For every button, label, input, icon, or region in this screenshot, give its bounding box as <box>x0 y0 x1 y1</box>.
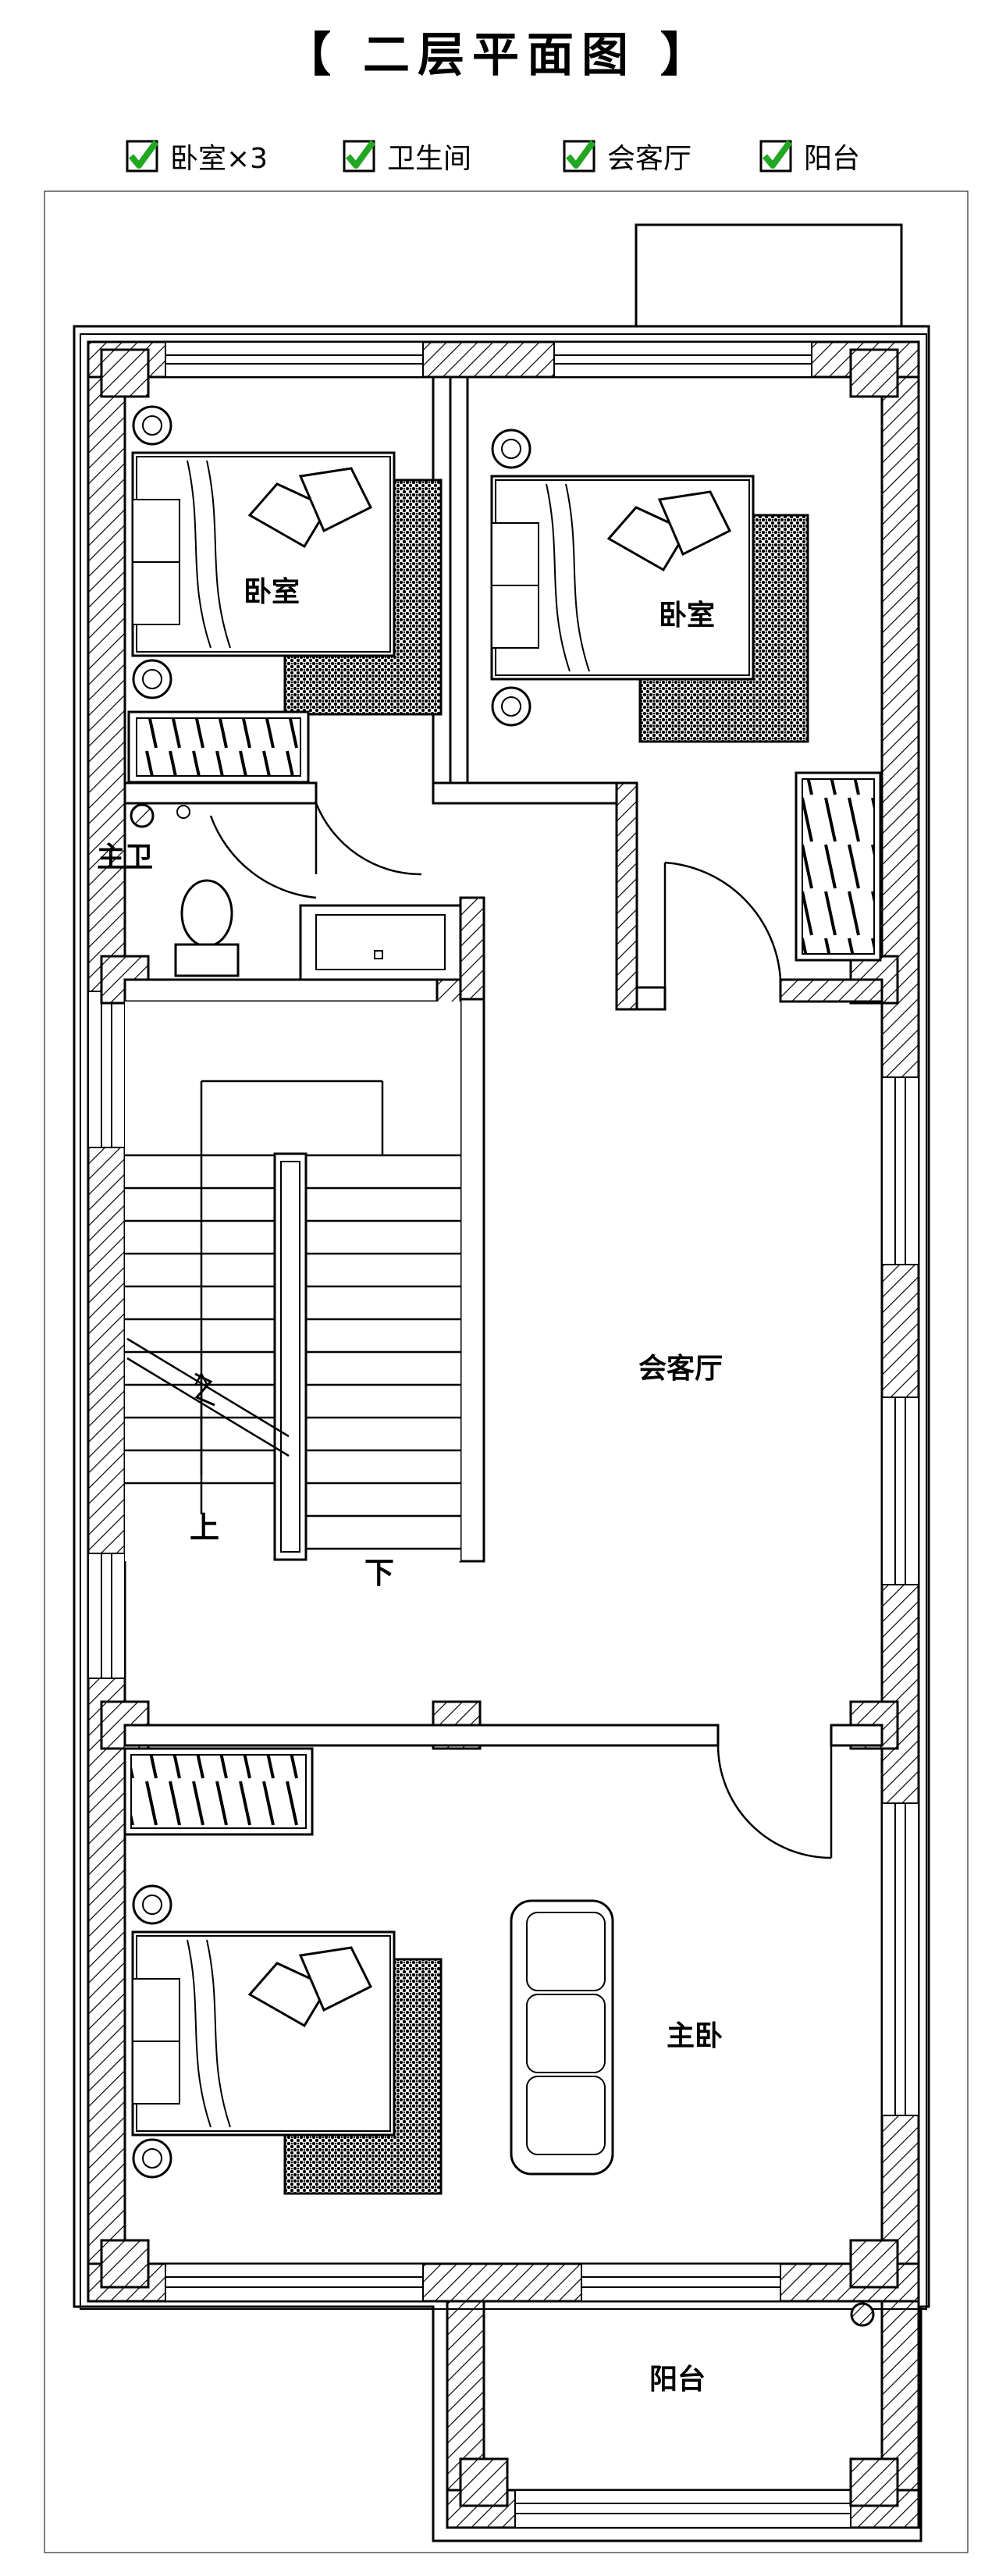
door-swings <box>209 802 833 1859</box>
legend-item-bedrooms: 卧室×3 <box>125 133 268 180</box>
room-label-bedroom-2: 卧室 <box>659 600 715 632</box>
wall-inner-lines <box>80 333 927 2310</box>
master-bedroom-furniture <box>123 1747 614 2195</box>
stair-label-down: 下 <box>364 1556 394 1590</box>
master-bath-fixtures <box>130 803 462 981</box>
room-label-bedroom-1: 卧室 <box>244 576 300 608</box>
room-label-lounge: 会客厅 <box>638 1353 723 1385</box>
windows <box>87 341 919 2528</box>
legend-item-bathroom: 卫生间 <box>342 133 471 180</box>
balcony-fixtures <box>850 2302 875 2327</box>
check-icon <box>126 140 159 173</box>
legend-label: 会客厅 <box>607 143 692 175</box>
stair-label-up: 上 <box>190 1510 219 1545</box>
room-legend: 卧室×3 卫生间 会客厅 阳台 <box>0 133 999 180</box>
legend-item-lounge: 会客厅 <box>562 133 691 180</box>
bedroom-2-furniture <box>490 429 882 962</box>
room-label-master-bath: 主卫 <box>97 841 153 873</box>
check-icon <box>759 140 793 173</box>
room-label-master-bedroom: 主卧 <box>667 2020 723 2052</box>
page-title: 【 二层平面图 】 <box>284 28 715 83</box>
legend-item-balcony: 阳台 <box>759 133 860 180</box>
drawing-frame <box>44 190 969 2553</box>
room-label-balcony: 阳台 <box>649 2364 706 2396</box>
legend-label: 卧室×3 <box>170 143 268 175</box>
roof-box <box>635 223 903 328</box>
staircase <box>125 1002 460 1561</box>
bedroom-1-furniture <box>127 405 443 784</box>
legend-label: 阳台 <box>804 143 861 175</box>
legend-label: 卫生间 <box>387 143 472 175</box>
check-icon <box>343 140 376 173</box>
check-icon <box>563 140 596 173</box>
outer-outline <box>73 325 930 2542</box>
